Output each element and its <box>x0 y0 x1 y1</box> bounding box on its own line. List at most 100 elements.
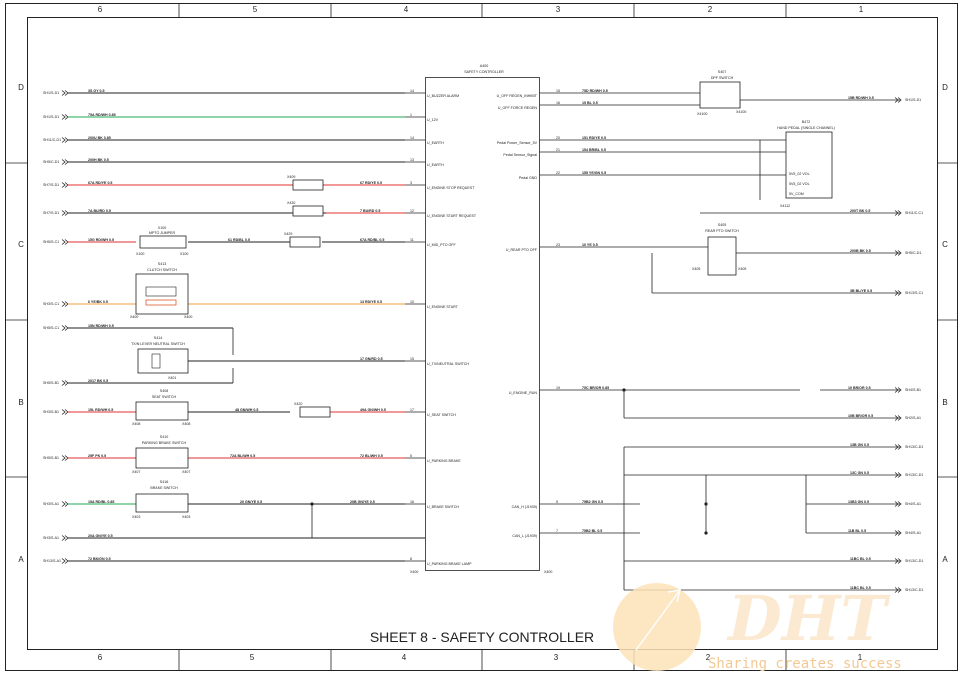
controller-right-pin-label: U_OFF REGEN_INHIBIT <box>497 94 538 98</box>
controller-right-pin-label: Pedal Power_Sensor_5V <box>497 141 538 145</box>
controller-left-pin-label: U_ENGINE STOP REQUEST <box>427 186 475 190</box>
row-label-left-b: B <box>18 398 23 407</box>
controller-right-pin-number: 19 <box>556 386 560 390</box>
controller-left-pin-number: 1 <box>410 113 412 117</box>
controller-left-pin-label: U_MID_PTO OFF <box>427 243 456 247</box>
right-edge-wire-label: 200T BK 0.5 <box>850 209 870 213</box>
outer-frame <box>5 3 958 671</box>
left-wire-connector: SH7/S-D1 <box>43 211 59 215</box>
right-edge-connector: SH2/S-A1 <box>905 416 921 420</box>
right-edge-connector: SH11/C-C1 <box>905 211 923 215</box>
row-label-left-c: C <box>18 240 24 249</box>
safety-controller: A400 SAFETY CONTROLLER X400 X400 <box>410 64 552 574</box>
controller-left-pin-number: 16 <box>410 500 414 504</box>
svg-text:BRAKE SWITCH: BRAKE SWITCH <box>150 486 178 490</box>
right-edge-arrow-icon <box>894 587 902 593</box>
right-edge-wire-label: 15B RD/WH 0.5 <box>848 96 874 100</box>
right-edge-connector: SH4/S-A1 <box>905 502 921 506</box>
controller-left-pin-number: 13 <box>410 158 414 162</box>
inline-connector-box <box>299 406 331 418</box>
left-wire-connector: SH5/S-B1 <box>43 381 59 385</box>
svg-text:S410: S410 <box>160 435 168 439</box>
controller-connector-left: X400 <box>410 570 418 574</box>
mid-wire-label: 72A BL/WH 0.5 <box>230 454 255 458</box>
right-wire-label: 10 YE 0.5 <box>582 243 598 247</box>
inline-connector-ref: X409 <box>287 175 295 179</box>
controller-right-pin-label: U_ENGINE_RUN <box>509 391 538 395</box>
left-wire-arrow-icon <box>61 210 69 216</box>
right-edge-connector: SH13/S-C1 <box>905 291 923 295</box>
svg-text:TX/N LEVER NEUTRAL SWITCH: TX/N LEVER NEUTRAL SWITCH <box>131 342 185 346</box>
controller-right-pin-number: 23 <box>556 243 560 247</box>
right-edge-wire-label: 10 BR/OR 0.5 <box>848 386 871 390</box>
right-edge-wire-label: 13B GN 0.5 <box>850 443 869 447</box>
col-label-bottom-4: 4 <box>402 653 407 662</box>
svg-text:X400: X400 <box>130 315 138 319</box>
svg-text:X408: X408 <box>132 422 140 426</box>
svg-text:X407: X407 <box>182 470 190 474</box>
svg-text:CLUTCH SWITCH: CLUTCH SWITCH <box>147 268 177 272</box>
right-wire-label: 75D RD/WH 0.5 <box>582 89 608 93</box>
svg-text:X403: X403 <box>182 515 190 519</box>
mid-wire-label: 17 GN/RD 0.5 <box>360 357 383 361</box>
col-label-bottom-5: 5 <box>250 653 255 662</box>
svg-text:S407: S407 <box>718 70 726 74</box>
row-label-left-d: D <box>18 83 24 92</box>
left-wire-connector: SH3/S-C1 <box>43 302 59 306</box>
svg-text:X403: X403 <box>132 515 140 519</box>
left-wire-label: 20A GN/YE 0.5 <box>88 534 113 538</box>
controller-left-pin-label: U_ENGINE START REQUEST <box>427 214 477 218</box>
left-wire-arrow-icon <box>61 159 69 165</box>
svg-text:5V5_02 VOL: 5V5_02 VOL <box>789 182 810 186</box>
col-label-bottom-6: 6 <box>98 653 103 662</box>
left-wire-label: 6 YE/BK 0.5 <box>88 300 108 304</box>
col-label-top-4: 4 <box>404 5 409 14</box>
svg-text:5V5_02 VOL: 5V5_02 VOL <box>789 172 810 176</box>
svg-text:MPTO JUMPER: MPTO JUMPER <box>149 231 175 235</box>
watermark-logo-circle-icon <box>613 583 701 671</box>
inline-connector-box <box>292 179 324 191</box>
right-edge-connector: SH4/S-A1 <box>905 531 921 535</box>
controller-left-pin-label: U_BRAKE SWITCH <box>427 505 459 509</box>
controller-left-pin-number: 11 <box>410 238 414 242</box>
svg-text:DPF SWITCH: DPF SWITCH <box>711 76 734 80</box>
right-wire-label: 15 BL 0.5 <box>582 101 598 105</box>
inner-frame <box>27 17 938 650</box>
left-wire-arrow-icon <box>61 409 69 415</box>
controller-right-pin-number: 5 <box>556 500 558 504</box>
left-wire-connector: SH1/S-D1 <box>43 115 59 119</box>
svg-text:X4100: X4100 <box>697 112 707 116</box>
watermark-logo: DHT <box>726 582 890 655</box>
left-wire-connector: SH5/S-C1 <box>43 240 59 244</box>
controller-right-pin-label: CAN_H (J1939) <box>512 505 537 509</box>
right-edge-wire-label: 200B BK 0.5 <box>850 249 871 253</box>
right-edge-connector: SH1/S-D1 <box>905 98 921 102</box>
controller-left-pin-label: U_PARKING BRAKE <box>427 459 461 463</box>
controller-left-pin-number: 17 <box>410 408 414 412</box>
svg-text:X4112: X4112 <box>780 204 790 208</box>
left-wire-connector: SH3/S-B1 <box>43 410 59 414</box>
mid-wire-label: 7 BU/RD 0.5 <box>360 209 380 213</box>
svg-text:X100: X100 <box>180 252 188 256</box>
svg-text:X401: X401 <box>168 376 176 380</box>
controller-right-pin-number: 15 <box>556 89 560 93</box>
watermark-tagline: Sharing creates success <box>708 656 902 672</box>
controller-left-pin-label: U_SEAT SWITCH <box>427 413 456 417</box>
col-label-top-1: 1 <box>859 5 864 14</box>
col-label-bottom-3: 3 <box>554 653 559 662</box>
controller-left-pin-number: 8 <box>410 557 412 561</box>
inline-connector-ref: X429 <box>284 232 292 236</box>
row-label-left-a: A <box>18 555 24 564</box>
left-wire-label: 25F PK 0.5 <box>88 454 106 458</box>
right-wire-label: 75B2 GN 0.5 <box>582 500 603 504</box>
left-wire-label: 7A BU/RD 0.5 <box>88 209 111 213</box>
svg-text:X400: X400 <box>184 315 192 319</box>
controller-left-pin-number: 10 <box>410 300 414 304</box>
right-edge-arrow-icon <box>894 558 902 564</box>
mid-wire-label: 20 GN/YE 0.5 <box>240 500 262 504</box>
inline-connector-ref: X430 <box>287 201 295 205</box>
svg-text:X407: X407 <box>132 470 140 474</box>
controller-name: SAFETY CONTROLLER <box>464 70 504 74</box>
